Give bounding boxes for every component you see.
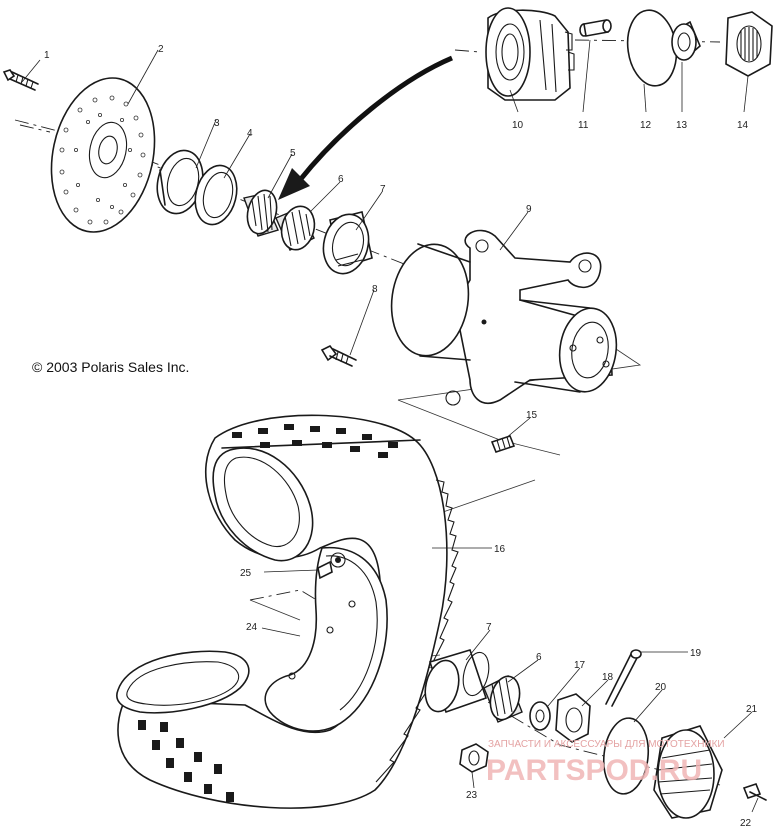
part-6-tapered-bearing <box>275 205 316 251</box>
part-2-brake-disc <box>50 77 156 233</box>
tire-bead-bottom <box>116 650 250 714</box>
callout-19: 19 <box>690 648 702 659</box>
tire-bead-top <box>212 447 314 562</box>
callout-25: 25 <box>240 568 252 579</box>
part-11-stud <box>579 19 612 37</box>
callout-13: 13 <box>676 120 688 131</box>
callout-14: 14 <box>737 120 749 131</box>
part-14-nut <box>725 11 773 77</box>
callout-17: 17 <box>574 660 586 671</box>
part-17-washer <box>529 701 551 731</box>
callout-18: 18 <box>602 672 614 683</box>
callout-20: 20 <box>655 682 667 693</box>
part-5-bearing <box>243 189 279 237</box>
callout-10: 10 <box>512 120 524 131</box>
part-18-castle-nut <box>555 693 591 743</box>
watermark-tagline: ЗАПЧАСТИ И АКСЕССУАРЫ ДЛЯ МОТОТЕХНИКИ <box>488 739 725 750</box>
part-19-cotter-pin <box>605 649 642 707</box>
leader-lines <box>21 39 759 813</box>
callout-4: 4 <box>247 128 253 139</box>
callout-2: 2 <box>158 44 164 55</box>
part-20-o-ring <box>602 717 650 795</box>
part-7-race-top <box>322 211 373 275</box>
part-7-race-bottom <box>424 649 490 714</box>
callout-22: 22 <box>740 818 752 829</box>
part-9-hub-carrier <box>390 229 618 406</box>
part-21-hub-cap <box>653 725 723 819</box>
part-8-bolt <box>320 344 357 367</box>
part-16-tire <box>117 414 459 809</box>
callout-6-lower: 6 <box>536 652 542 663</box>
watermark: ЗАПЧАСТИ И АКСЕССУАРЫ ДЛЯ МОТОТЕХНИКИ PA… <box>486 739 725 787</box>
part-6-bearing-bottom <box>483 675 523 723</box>
part-15-screw <box>490 435 516 453</box>
part-13-washer <box>671 20 701 61</box>
callout-11: 11 <box>578 120 589 131</box>
assembly-arrow <box>278 55 453 200</box>
callout-24: 24 <box>246 622 258 633</box>
callout-1: 1 <box>44 50 50 61</box>
part-23-nut <box>459 743 489 773</box>
part-25-valve <box>317 560 333 580</box>
callout-5: 5 <box>290 148 296 159</box>
part-1-bolt <box>2 69 39 91</box>
part-22-screw <box>742 783 767 801</box>
callout-15: 15 <box>526 410 538 421</box>
copyright-text: © 2003 Polaris Sales Inc. <box>32 359 189 375</box>
callout-6: 6 <box>338 174 344 185</box>
callout-8: 8 <box>372 284 378 295</box>
watermark-brand: PARTSPOD.RU <box>486 754 702 787</box>
callout-12: 12 <box>640 120 652 131</box>
callout-9: 9 <box>526 204 532 215</box>
callout-16: 16 <box>494 544 506 555</box>
callout-3: 3 <box>214 118 220 129</box>
part-10-hub <box>485 7 575 101</box>
part-4-ring <box>194 164 238 226</box>
callout-21: 21 <box>746 704 758 715</box>
callout-labels: 1 2 3 4 5 6 7 8 9 10 11 12 13 14 15 16 2… <box>44 44 758 829</box>
callout-23: 23 <box>466 790 478 801</box>
wheel-rim <box>264 546 388 732</box>
callout-7: 7 <box>380 184 386 195</box>
callout-7-lower: 7 <box>486 622 492 633</box>
